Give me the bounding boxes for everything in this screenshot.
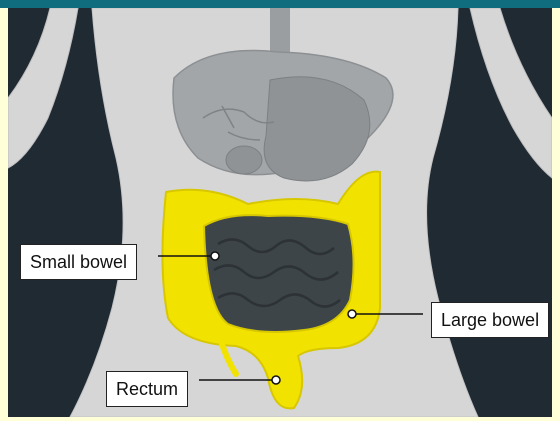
rectum-marker <box>272 376 280 384</box>
header-bar <box>0 0 560 8</box>
small-bowel-shape <box>204 215 354 332</box>
gallbladder <box>226 146 262 174</box>
rectum-label: Rectum <box>106 371 188 407</box>
anatomy-illustration <box>8 8 552 417</box>
large-bowel-marker <box>348 310 356 318</box>
small-bowel-label: Small bowel <box>20 244 137 280</box>
small-bowel-marker <box>211 252 219 260</box>
anatomy-panel: Small bowel Large bowel Rectum <box>8 8 552 417</box>
large-bowel-label: Large bowel <box>431 302 549 338</box>
